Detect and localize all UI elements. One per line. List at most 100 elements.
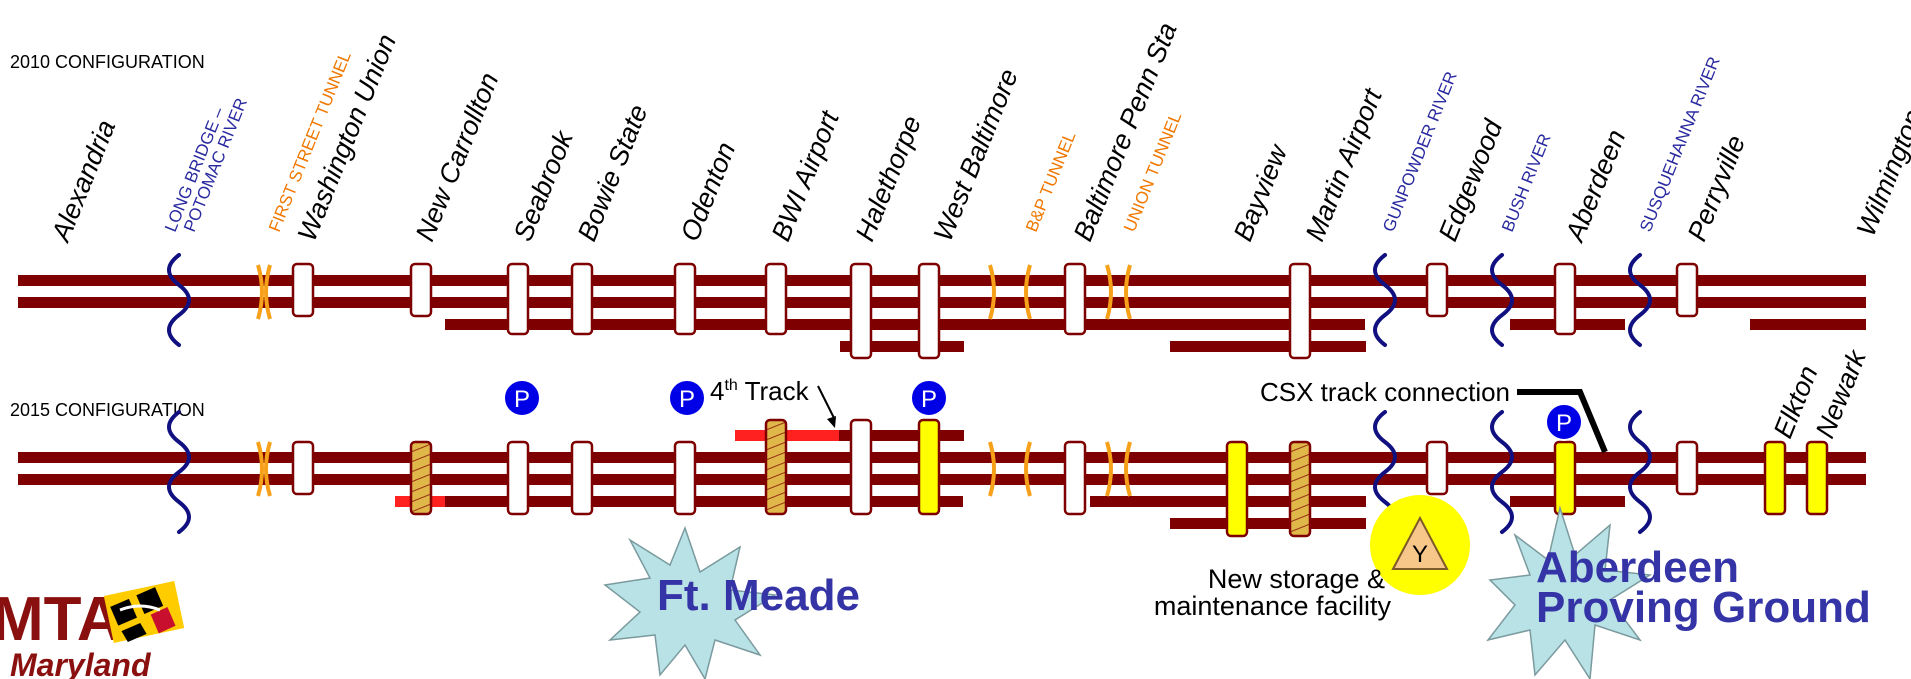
platform-2015-seabrook (506, 440, 530, 516)
platform-2015-bwi-airport (764, 418, 788, 516)
config-2015-label: 2015 CONFIGURATION (10, 400, 205, 420)
logo-mta-text: MTA (0, 585, 122, 654)
platform-2010-edgewood (1425, 262, 1449, 318)
platform-2015-baltimore-penn (1063, 440, 1087, 516)
track-2010-main-2 (18, 297, 1866, 308)
csx-connection-label: CSX track connection (1260, 377, 1510, 407)
parking-symbol: P (514, 386, 530, 413)
station-label-bayview: Bayview (1228, 139, 1294, 245)
susquehanna-crossing-2015 (1628, 410, 1652, 534)
station-label-seabrook: Seabrook (508, 125, 580, 245)
platform-2010-odenton (673, 262, 697, 336)
platform-2010-seabrook (506, 262, 530, 336)
station-label-martin-airport: Martin Airport (1300, 83, 1389, 245)
aberdeen-burst (1486, 505, 1653, 679)
label-bp-tunnel: B&P TUNNEL (1022, 129, 1079, 235)
platform-2015-bowie-state (570, 440, 594, 516)
platform-hatching (410, 421, 1311, 533)
platform-2015-edgewood (1425, 440, 1449, 496)
tunnel-portals (256, 264, 1132, 497)
union-tunnel-2015 (1105, 441, 1132, 497)
parking-symbol: P (1556, 410, 1572, 437)
platform-2010-bowie-state (570, 262, 594, 336)
track-2015-main-1 (18, 452, 1866, 463)
parking-markers: P P P P (503, 379, 1583, 441)
station-label-bowie-state: Bowie State (572, 100, 654, 245)
platform-2010-bwi-airport (764, 262, 788, 336)
track-2010-fourth-bayview (1170, 341, 1366, 352)
storage-line-2: maintenance facility (1154, 591, 1392, 621)
bp-tunnel-2015 (988, 441, 1032, 497)
maryland-flag-icon (103, 581, 185, 643)
station-label-edgewood: Edgewood (1433, 115, 1509, 245)
platforms-2010 (291, 262, 1699, 360)
platform-2010-washington-union (291, 262, 315, 318)
track-2015-main-2 (18, 474, 1866, 485)
bush-river-crossing-2010 (1490, 253, 1514, 347)
platform-2015-martin-airport (1288, 440, 1312, 538)
facility-triangle-icon (1391, 515, 1449, 570)
long-bridge-crossing-2010 (167, 253, 191, 347)
platform-2015-odenton (673, 440, 697, 516)
storage-facility: Y New storage & maintenance facility (1154, 495, 1470, 621)
platforms-2015 (291, 418, 1829, 538)
station-label-new-carrollton: New Carrollton (410, 68, 505, 245)
station-label-bwi-airport: BWI Airport (766, 106, 846, 246)
long-bridge-crossing-2015 (167, 410, 191, 534)
csx-connection-track (1517, 389, 1608, 454)
union-tunnel-2010 (1105, 264, 1132, 320)
platform-2015-west-baltimore (917, 418, 941, 516)
label-bush-river: BUSH RIVER (1498, 131, 1555, 234)
platform-2010-west-baltimore (917, 262, 941, 360)
platform-2015-perryville (1675, 440, 1699, 496)
first-street-tunnel-2010 (256, 264, 272, 320)
parking-marker-seabrook: P (503, 379, 541, 417)
track-2015-fourth-bayview (1170, 518, 1366, 529)
platform-2010-new-carrollton (409, 262, 433, 318)
hatch-martin-airport (1289, 443, 1311, 533)
parking-marker-west-baltimore: P (910, 379, 948, 417)
platform-2015-newark (1805, 440, 1829, 516)
platform-2015-halethorpe (849, 418, 873, 516)
track-2010-fourth-halethorpe (840, 341, 964, 352)
station-label-west-baltimore: West Baltimore (928, 65, 1024, 246)
aberdeen-proving-ground-callout: Aberdeen Proving Ground (1486, 505, 1871, 679)
hatch-bwi-airport (765, 421, 787, 511)
platform-2010-aberdeen (1553, 262, 1577, 336)
station-label-halethorpe: Halethorpe (850, 112, 927, 246)
station-label-odenton: Odenton (675, 138, 742, 245)
parking-symbol: P (679, 386, 695, 413)
bush-river-crossing-2015 (1490, 410, 1514, 534)
platform-2015-washington-union (291, 440, 315, 496)
fourth-track-arrow (817, 385, 836, 421)
water-crossings (167, 253, 1652, 534)
track-2010-third (445, 319, 1365, 330)
station-label-aberdeen: Aberdeen (1559, 125, 1631, 247)
fourth-track-label: 4th Track (710, 376, 810, 406)
platform-2010-martin-airport (1288, 262, 1312, 360)
storage-line-1: New storage & (1208, 564, 1385, 594)
first-street-tunnel-2015 (256, 441, 272, 497)
logo-maryland-text: Maryland (10, 647, 152, 679)
facility-symbol: Y (1412, 541, 1428, 568)
platform-2010-baltimore-penn (1063, 262, 1087, 336)
platform-2010-perryville (1675, 262, 1699, 318)
platform-2015-elkton (1763, 440, 1787, 516)
ft-meade-burst (603, 525, 778, 679)
hatch-new-carrollton (410, 443, 432, 513)
ft-meade-label: Ft. Meade (657, 571, 860, 620)
station-label-alexandria: Alexandria (45, 116, 121, 247)
csx-connection: CSX track connection (1260, 377, 1608, 454)
station-label-newark: Newark (1810, 345, 1873, 442)
track-2010-third-perryville (1750, 319, 1866, 330)
station-label-wilmington: Wilmington (1851, 105, 1911, 240)
station-label-perryville: Perryville (1682, 131, 1751, 245)
ft-meade-callout: Ft. Meade (603, 525, 860, 679)
fourth-track-annotation: 4th Track (710, 376, 836, 428)
aberdeen-pg-line-1: Aberdeen (1536, 543, 1739, 592)
aberdeen-pg-line-2: Proving Ground (1536, 583, 1871, 632)
config-2010-label: 2010 CONFIGURATION (10, 52, 205, 72)
platform-2015-bayview (1225, 440, 1249, 538)
parking-marker-odenton: P (668, 379, 706, 417)
